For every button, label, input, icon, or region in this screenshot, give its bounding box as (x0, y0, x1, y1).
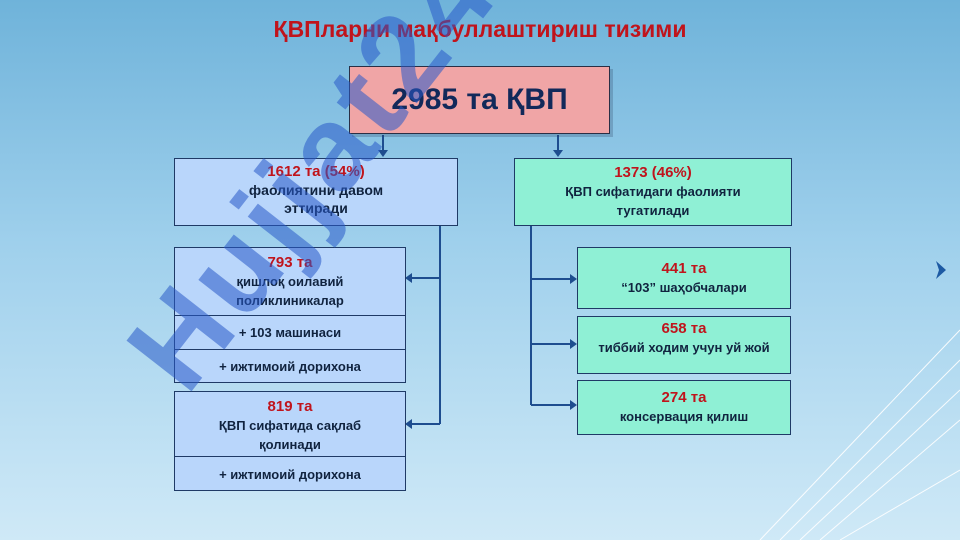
left-group2-count: 819 та (267, 398, 313, 415)
left-group1-extra1: + 103 машинаси (174, 315, 406, 350)
right-item-2-text: тиббий ходим учун уй жой (598, 340, 770, 355)
right-head-box: 1373 (46%) ҚВП сифатидаги фаолияти тугат… (514, 158, 792, 226)
left-group1-count: 793 та (267, 254, 313, 271)
right-item-3: 274 та консервация қилиш (577, 380, 791, 435)
right-item-1-count: 441 та (661, 260, 707, 277)
right-item-3-count: 274 та (661, 389, 707, 406)
left-head-box: 1612 та (54%) фаолиятини давом эттиради (174, 158, 458, 226)
left-group2-extra1: + ижтимоий дорихона (174, 456, 406, 491)
total-box: 2985 та ҚВП (349, 66, 610, 134)
left-head-text: фаолиятини давом эттиради (248, 182, 384, 216)
right-head-count: 1373 (46%) (614, 164, 692, 181)
left-group1-main: 793 та қишлоқ оилавий поликлиникалар (174, 247, 406, 316)
left-head-count: 1612 та (54%) (267, 163, 365, 180)
left-group2-text: ҚВП сифатида сақлаб қолинади (218, 418, 362, 452)
right-item-2-count: 658 та (661, 320, 707, 337)
right-item-3-text: консервация қилиш (619, 409, 749, 424)
left-group1-text: қишлоқ оилавий поликлиникалар (236, 274, 344, 308)
right-item-1: 441 та “103” шаҳобчалари (577, 247, 791, 309)
right-head-text: ҚВП сифатидаги фаолияти тугатилади (565, 184, 741, 218)
total-value: 2985 та ҚВП (391, 83, 568, 116)
left-group1-extra2: + ижтимоий дорихона (174, 349, 406, 383)
right-item-2: 658 та тиббий ходим учун уй жой (577, 316, 791, 374)
right-item-1-text: “103” шаҳобчалари (621, 280, 747, 295)
page-title: ҚВПларни мақбуллаштириш тизими (273, 16, 687, 42)
left-group2-main: 819 та ҚВП сифатида сақлаб қолинади (174, 391, 406, 457)
